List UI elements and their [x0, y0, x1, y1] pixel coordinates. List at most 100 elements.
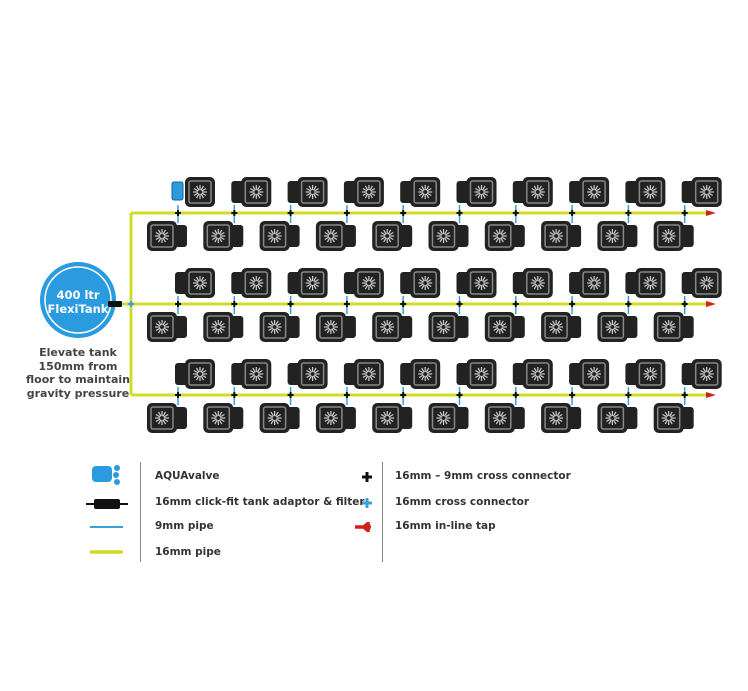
pot-emitter-ray: [249, 374, 255, 379]
pot-emitter-ray: [533, 367, 538, 373]
pot-emitter-ray: [249, 283, 255, 288]
pot: [569, 268, 610, 298]
pot-emitter-ray: [388, 231, 394, 236]
cross-connector-16-9-icon: [400, 301, 407, 307]
pot-emitter-ray: [538, 276, 542, 282]
pot-emitter-ray: [383, 411, 387, 417]
pot-emitter-ray: [193, 187, 199, 192]
pot-emitter-ray: [257, 187, 263, 192]
legend-label-aquavalve: AQUAvalve: [155, 470, 220, 482]
pot-emitter-ray: [249, 192, 255, 197]
pot-emitter-ray: [195, 185, 200, 191]
pot: [681, 359, 722, 389]
pot-rim: [188, 362, 212, 386]
pot-emitter-ray: [644, 374, 649, 379]
pot: [175, 359, 215, 389]
pot-emitter-ray: [383, 237, 387, 243]
pot-emitter-ray: [201, 374, 207, 379]
pot-emitter-ray: [501, 413, 507, 418]
pot-emitter-ray: [594, 276, 599, 282]
pot-emitter-ray: [651, 374, 657, 379]
tank-label: 400 ltr FlexiTank: [40, 288, 116, 316]
legend-divider: [140, 462, 141, 562]
pot-emitter-ray: [426, 192, 432, 197]
pot-emitter-ray: [326, 328, 331, 334]
pot-emitter-ray: [644, 278, 649, 283]
pot-emitter-ray: [549, 236, 555, 241]
pot-emitter-ray: [370, 374, 376, 379]
pot-emitter-ray: [219, 418, 225, 423]
pot-emitter-ray: [702, 276, 707, 282]
pot-emitter-ray: [364, 367, 369, 373]
pot-emitter-ray: [549, 327, 555, 332]
pot-emitter-ray: [275, 419, 279, 425]
cross-connector-16-9-icon: [456, 301, 463, 307]
pot-emitter-ray: [313, 284, 317, 290]
pot: [287, 359, 328, 389]
inline-tap-icon: [706, 392, 716, 398]
pot-emitter-ray: [482, 187, 488, 192]
pot-emitter-ray: [608, 229, 612, 235]
pot-emitter-ray: [444, 418, 450, 423]
pot-emitter-ray: [200, 284, 205, 290]
pot-emitter-ray: [418, 369, 424, 374]
pot-emitter-ray: [495, 237, 500, 243]
pot-rim: [526, 271, 550, 295]
pot-emitter-ray: [155, 413, 161, 418]
cross-connector-16-9-icon: [343, 392, 350, 398]
pot: [231, 359, 272, 389]
pot-emitter-ray: [256, 284, 261, 290]
pot-emitter-ray: [707, 375, 711, 381]
pot-emitter-ray: [387, 328, 392, 334]
pot-body: [484, 221, 515, 251]
pot-emitter-ray: [670, 413, 676, 418]
pot-rim: [431, 406, 456, 430]
pot-body: [353, 268, 384, 298]
pot: [287, 177, 328, 207]
aquavalve-icon: [114, 479, 120, 485]
pot-emitter-ray: [501, 231, 507, 236]
pot-body: [597, 403, 628, 433]
pot-body: [484, 403, 515, 433]
pot-emitter-ray: [162, 411, 167, 417]
pot-emitter-ray: [538, 284, 542, 290]
pot-emitter-ray: [332, 413, 338, 418]
pot-emitter-ray: [606, 418, 611, 423]
pot-emitter-ray: [157, 328, 162, 334]
pot-emitter-ray: [549, 322, 555, 327]
pot-emitter-ray: [482, 374, 488, 379]
pot-emitter-ray: [211, 236, 217, 241]
pot: [203, 403, 244, 433]
pot-emitter-ray: [549, 413, 555, 418]
pot: [343, 268, 384, 298]
pot-emitter-ray: [481, 185, 486, 191]
pot: [681, 177, 722, 207]
tank-adaptor-filter-icon: [108, 301, 122, 307]
pot-emitter-ray: [533, 375, 538, 381]
pot-rim: [694, 362, 719, 386]
pot-body: [691, 177, 722, 207]
tank-note: Elevate tank 150mm from floor to maintai…: [20, 346, 136, 400]
pot-emitter-ray: [595, 192, 601, 197]
pot-emitter-ray: [155, 236, 161, 241]
pot-emitter-ray: [418, 278, 424, 283]
pot-emitter-ray: [201, 278, 207, 283]
pot-emitter-ray: [539, 187, 545, 192]
pot-emitter-ray: [650, 284, 655, 290]
pot-emitter-ray: [214, 328, 218, 334]
pot: [512, 359, 553, 389]
pot-emitter-ray: [481, 284, 486, 290]
pot-body: [259, 403, 290, 433]
cross-connector-16-9-icon: [456, 210, 463, 216]
pot-emitter-ray: [380, 322, 386, 327]
pot-emitter-ray: [211, 231, 217, 236]
pot-emitter-ray: [383, 419, 387, 425]
pot-emitter-ray: [219, 413, 225, 418]
pot-emitter-ray: [157, 411, 162, 417]
pot-emitter-ray: [613, 231, 619, 236]
pot-emitter-ray: [155, 327, 161, 332]
pot-body: [147, 221, 177, 251]
pot-rim: [469, 362, 494, 386]
pot: [541, 312, 582, 342]
pot-emitter-ray: [556, 320, 561, 326]
